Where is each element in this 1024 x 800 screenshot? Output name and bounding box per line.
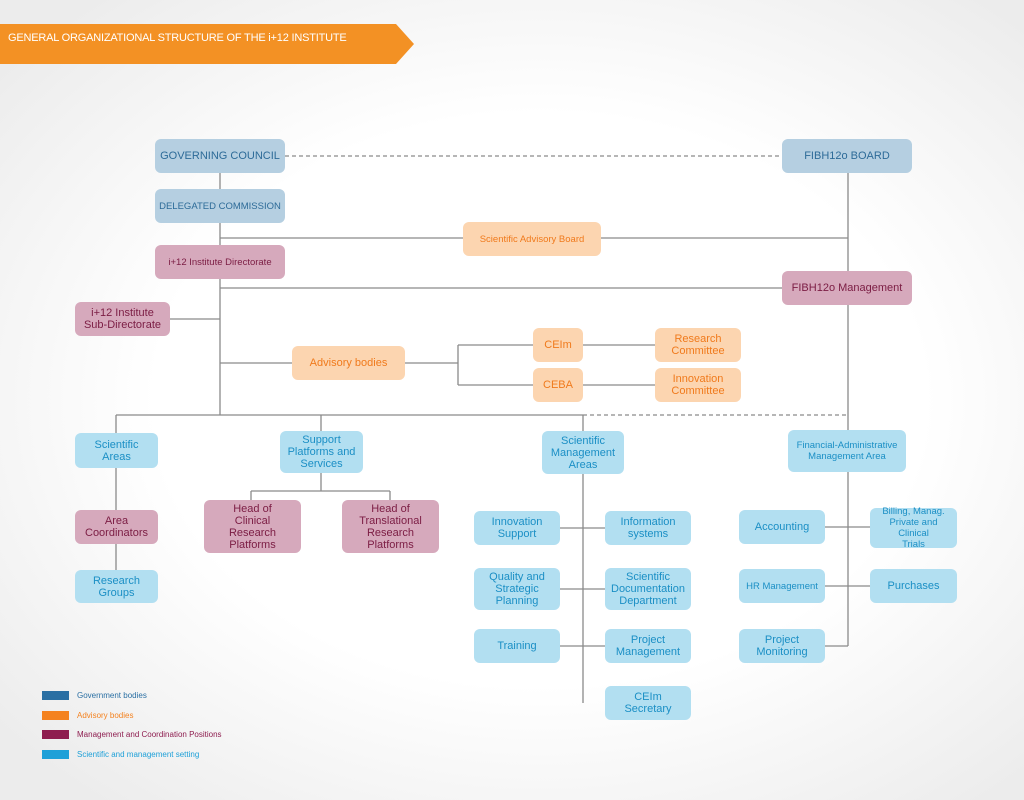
banner-arrow-shape (0, 24, 414, 64)
ceim-box: CEIm (533, 328, 583, 362)
innovation-committee-box: Innovation Committee (655, 368, 741, 402)
support-platforms-box: Support Platforms and Services (280, 431, 363, 473)
legend-label: Management and Coordination Positions (77, 730, 222, 740)
page-title: GENERAL ORGANIZATIONAL STRUCTURE OF THE … (8, 32, 347, 44)
hr-management-box: HR Management (739, 569, 825, 603)
quality-planning-box: Quality and Strategic Planning (474, 568, 560, 610)
legend-swatch (42, 749, 69, 759)
legend-item-government: Government bodies (42, 686, 222, 706)
billing-box: Billing, Manag. Private and Clinical Tri… (870, 506, 957, 550)
advisory-bodies-box: Advisory bodies (292, 346, 405, 380)
head-clinical-platforms-box: Head of Clinical Research Platforms (204, 500, 301, 553)
legend-item-scientific: Scientific and management setting (42, 745, 222, 765)
purchases-box: Purchases (870, 569, 957, 603)
research-committee-box: Research Committee (655, 328, 741, 362)
legend-swatch (42, 710, 69, 720)
delegated-commission-box: DELEGATED COMMISSION (155, 189, 285, 223)
financial-admin-area-box: Financial-Administrative Management Area (788, 430, 906, 472)
project-monitoring-box: Project Monitoring (739, 629, 825, 663)
scientific-documentation-box: Scientific Documentation Department (605, 568, 691, 610)
legend-item-advisory: Advisory bodies (42, 706, 222, 726)
legend-label: Government bodies (77, 691, 147, 701)
title-banner: GENERAL ORGANIZATIONAL STRUCTURE OF THE … (0, 24, 414, 64)
legend-item-management: Management and Coordination Positions (42, 725, 222, 745)
legend-swatch (42, 730, 69, 740)
research-groups-box: Research Groups (75, 570, 158, 603)
innovation-support-box: Innovation Support (474, 511, 560, 545)
scientific-areas-box: Scientific Areas (75, 433, 158, 468)
legend-label: Scientific and management setting (77, 749, 200, 759)
information-systems-box: Information systems (605, 511, 691, 545)
legend-swatch (42, 691, 69, 701)
head-translational-platforms-box: Head of Translational Research Platforms (342, 500, 439, 553)
fibh-management-box: FIBH12o Management (782, 271, 912, 305)
scientific-advisory-board-box: Scientific Advisory Board (463, 222, 601, 256)
ceim-secretary-box: CEIm Secretary (605, 686, 691, 720)
project-management-box: Project Management (605, 629, 691, 663)
legend-label: Advisory bodies (77, 710, 134, 720)
institute-subdirectorate-box: i+12 Institute Sub-Directorate (75, 302, 170, 336)
scientific-management-areas-box: Scientific Management Areas (542, 431, 624, 474)
governing-council-box: GOVERNING COUNCIL (155, 139, 285, 173)
legend: Government bodies Advisory bodies Manage… (42, 686, 222, 764)
ceba-box: CEBA (533, 368, 583, 402)
institute-directorate-box: i+12 Institute Directorate (155, 245, 285, 279)
accounting-box: Accounting (739, 510, 825, 544)
fibh-board-box: FIBH12o BOARD (782, 139, 912, 173)
training-box: Training (474, 629, 560, 663)
area-coordinators-box: Area Coordinators (75, 510, 158, 544)
